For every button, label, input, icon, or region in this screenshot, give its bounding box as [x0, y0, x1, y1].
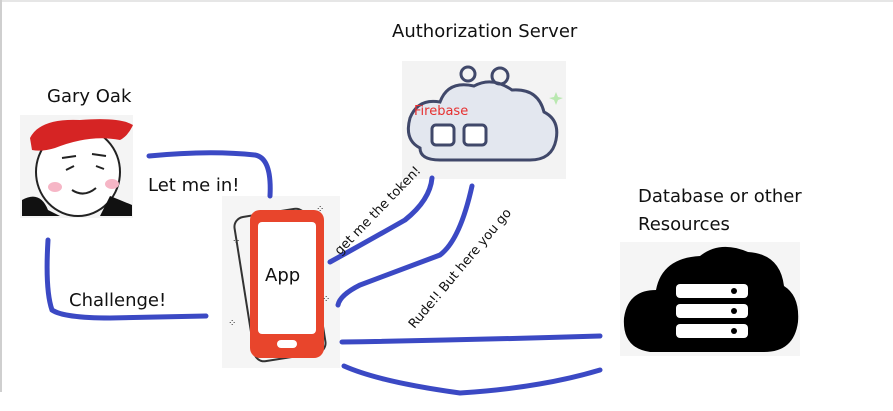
resources-label-line2: Resources — [638, 214, 730, 235]
connector-app-to-auth — [327, 175, 435, 265]
let-me-in-label: Let me in! — [148, 175, 240, 196]
connector-user-to-app — [146, 150, 273, 199]
connector-db-to-app — [341, 363, 603, 396]
svg-text:⁘: ⁘ — [228, 318, 236, 329]
firebase-cloud-icon — [402, 61, 566, 179]
svg-text:⁘: ⁘ — [322, 294, 330, 305]
connectors — [44, 150, 603, 396]
database-server-icon — [620, 242, 800, 356]
user-label: Gary Oak — [47, 86, 132, 107]
challenge-label: Challenge! — [69, 290, 167, 311]
app-phone-icon: ⁘ ⁘ ⁘ ⁘ — [222, 196, 340, 368]
auth-server-title: Authorization Server — [392, 21, 578, 42]
connector-app-to-db — [339, 333, 603, 345]
app-label: App — [265, 265, 301, 286]
frame-top-border — [0, 0, 893, 2]
connector-challenge — [44, 237, 209, 321]
svg-text:⁘: ⁘ — [316, 204, 324, 215]
gary-oak-avatar — [20, 115, 133, 218]
frame-left-border — [0, 0, 2, 392]
svg-text:⁘: ⁘ — [232, 236, 240, 247]
connector-auth-to-app — [335, 183, 475, 308]
firebase-label: Firebase — [414, 104, 469, 119]
resources-label-line1: Database or other — [638, 186, 802, 207]
